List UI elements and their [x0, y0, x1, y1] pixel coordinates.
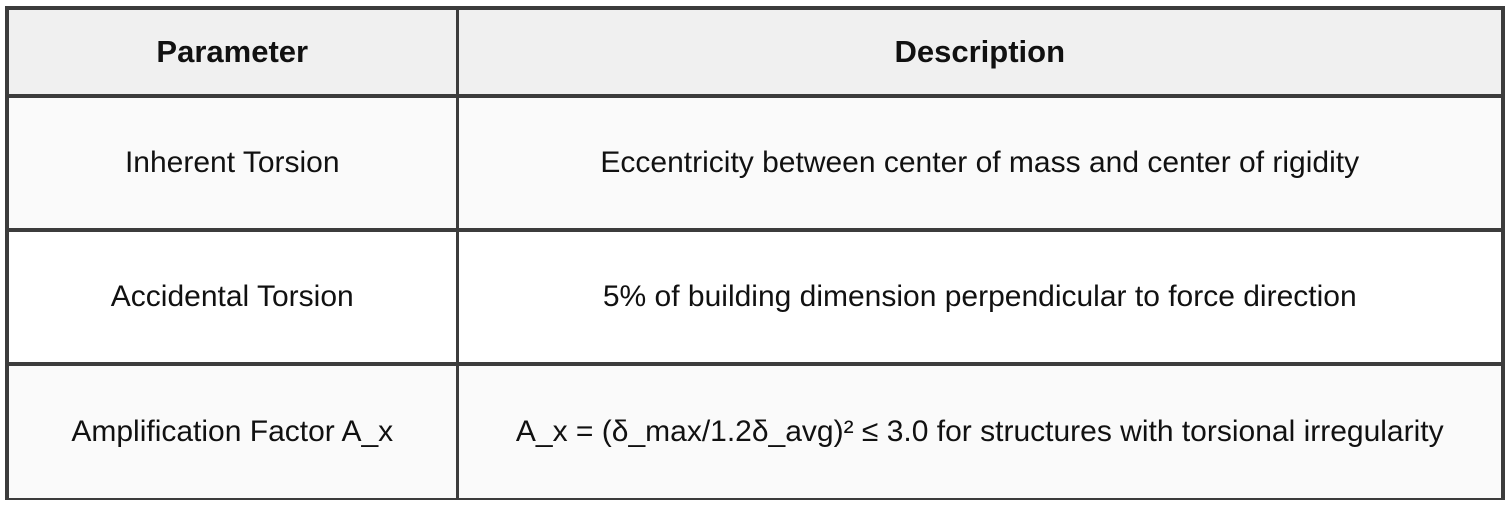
- table-row: Inherent Torsion Eccentricity between ce…: [9, 96, 1501, 232]
- cell-parameter-accidental-torsion: Accidental Torsion: [9, 230, 459, 366]
- cell-parameter-inherent-torsion: Inherent Torsion: [9, 96, 459, 232]
- table-header: Parameter Description: [9, 10, 1501, 98]
- column-header-description: Description: [457, 10, 1501, 98]
- cell-description-inherent-torsion: Eccentricity between center of mass and …: [457, 96, 1501, 232]
- torsion-parameters-table-container: Parameter Description Inherent Torsion E…: [5, 6, 1505, 500]
- table-row: Accidental Torsion 5% of building dimens…: [9, 230, 1501, 366]
- table-body: Inherent Torsion Eccentricity between ce…: [9, 96, 1501, 498]
- cell-description-amplification-factor: A_x = (δ_max/1.2δ_avg)² ≤ 3.0 for struct…: [515, 414, 1444, 448]
- table-header-row: Parameter Description: [9, 10, 1501, 98]
- torsion-parameters-table: Parameter Description Inherent Torsion E…: [9, 10, 1501, 498]
- cell-description-accidental-torsion: 5% of building dimension perpendicular t…: [457, 230, 1501, 366]
- cell-parameter-amplification-factor: Amplification Factor A_x: [9, 364, 459, 498]
- table-row: Amplification Factor A_x A_x = (δ_max/1.…: [9, 364, 1501, 498]
- column-header-parameter: Parameter: [9, 10, 459, 98]
